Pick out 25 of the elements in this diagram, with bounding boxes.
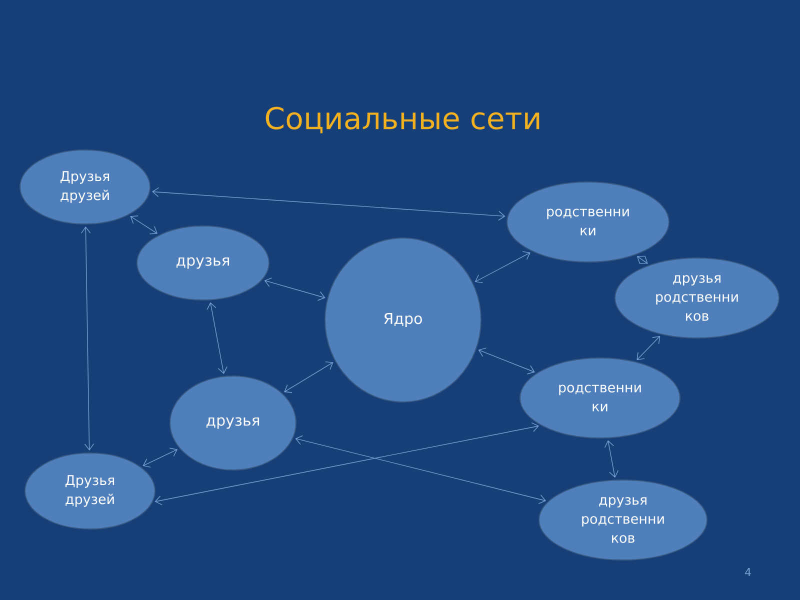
arrow — [604, 440, 619, 478]
ellipse-node: Друзья друзей — [24, 452, 156, 530]
arrow — [264, 278, 326, 301]
arrow — [284, 361, 334, 393]
ellipse-node: Ядро — [324, 238, 482, 402]
arrow — [295, 435, 546, 504]
arrow — [130, 216, 158, 234]
page-number: 4 — [745, 568, 751, 576]
ellipse-node: друзья родственни ков — [614, 258, 780, 338]
arrow — [80, 226, 94, 450]
arrow — [636, 336, 660, 360]
ellipse-node: друзья — [170, 376, 296, 470]
ellipse-node: друзья — [136, 226, 270, 300]
ellipse-node: Друзья друзей — [20, 150, 150, 224]
arrow — [152, 187, 506, 221]
ellipse-node: родственни ки — [506, 182, 670, 262]
arrow — [154, 422, 540, 506]
arrow — [474, 251, 530, 284]
ellipse-node: друзья родственни ков — [538, 480, 708, 560]
arrow — [142, 448, 178, 468]
slide-title: Социальные сети — [266, 106, 540, 134]
arrow — [478, 348, 535, 374]
arrow — [636, 256, 648, 264]
arrow — [206, 302, 228, 374]
ellipse-node: родственни ки — [520, 358, 680, 438]
